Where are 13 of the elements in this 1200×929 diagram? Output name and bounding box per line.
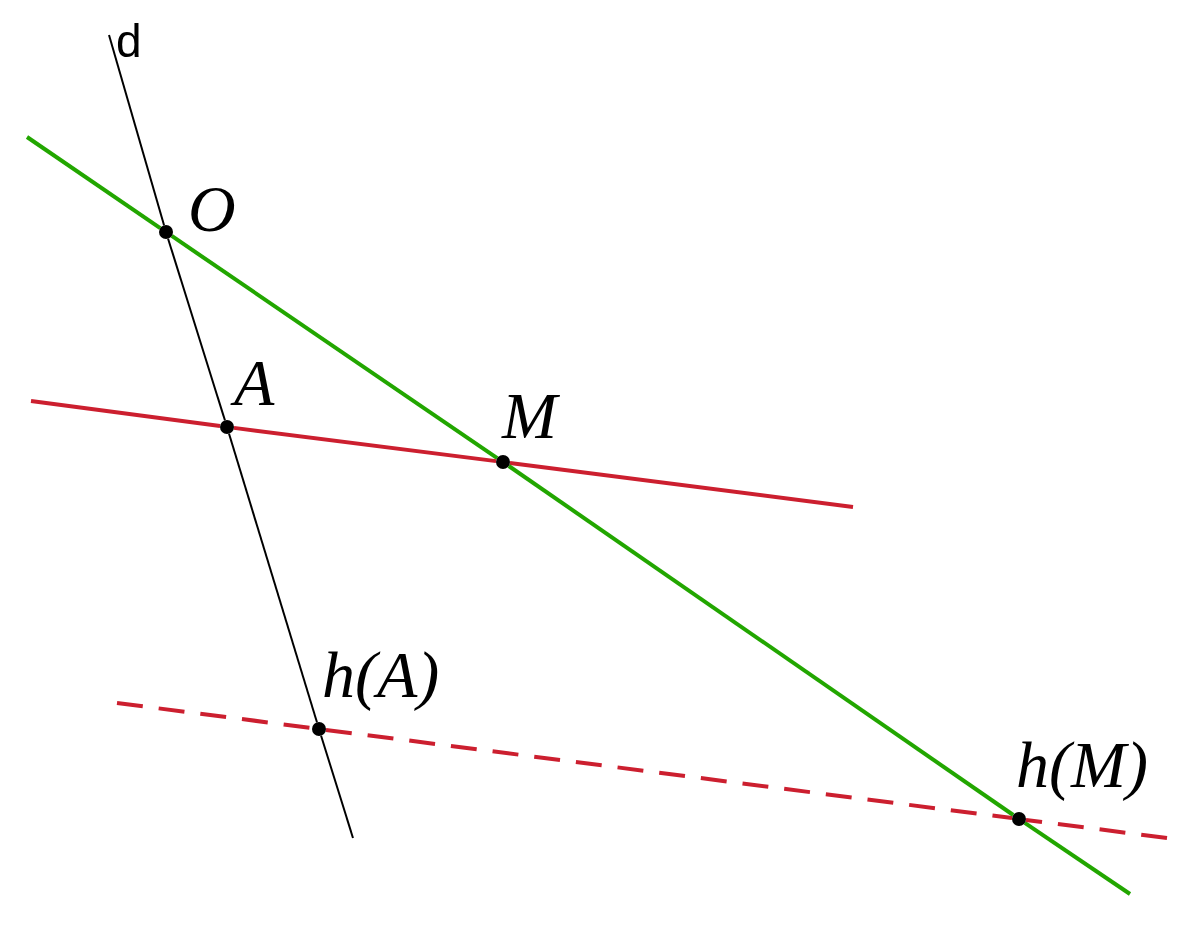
dashed-line: [325, 727, 1013, 821]
line-segment: [228, 432, 318, 724]
point-dot: [159, 225, 173, 239]
line-segment: [233, 425, 497, 464]
line-segment: [167, 237, 226, 422]
line-segment: [170, 234, 499, 460]
point-dot: [220, 420, 234, 434]
point-dot: [312, 722, 326, 736]
point-dot: [496, 455, 510, 469]
point-label: O: [188, 176, 236, 242]
line-segment: [507, 464, 1015, 817]
line-label: d: [116, 18, 142, 64]
point-dot: [1012, 812, 1026, 826]
